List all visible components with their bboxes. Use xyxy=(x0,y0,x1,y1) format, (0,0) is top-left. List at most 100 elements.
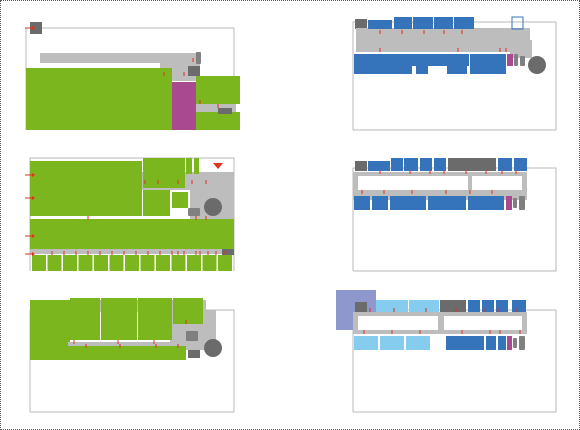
service-core xyxy=(188,350,200,358)
unit-block xyxy=(468,300,480,312)
round-stair-tower xyxy=(204,198,222,216)
unit-block xyxy=(140,255,155,271)
unit-block xyxy=(486,336,496,350)
unit-purple xyxy=(506,196,512,210)
unit-block xyxy=(125,255,139,271)
unit-block xyxy=(482,300,494,312)
unit-block xyxy=(376,300,408,312)
stairwell xyxy=(520,56,525,66)
unit-block xyxy=(218,255,232,271)
entrance-arrow-head xyxy=(32,26,35,30)
unit-block xyxy=(412,54,469,66)
unit-block xyxy=(496,300,508,312)
unit-outline xyxy=(511,16,524,30)
courtyard xyxy=(444,316,522,330)
floor-plan-panel-6 xyxy=(336,290,557,413)
unit-block xyxy=(454,17,474,29)
unit-block xyxy=(428,196,466,210)
unit-block xyxy=(30,219,234,249)
floor-plan-panel-2 xyxy=(352,16,557,131)
unit-block xyxy=(186,158,192,174)
unit-block xyxy=(26,68,172,130)
unit-purple xyxy=(172,82,196,130)
unit-block xyxy=(468,196,504,210)
building-outline xyxy=(352,309,557,413)
corridor xyxy=(510,40,532,58)
unit-block xyxy=(94,255,108,271)
unit-block xyxy=(447,66,467,74)
unit-block xyxy=(404,158,418,171)
unit-block xyxy=(470,54,506,74)
location-marker xyxy=(213,163,223,169)
floor-plan-panel-3 xyxy=(25,157,235,271)
corridor xyxy=(196,104,236,112)
entrance-arrow-head xyxy=(32,252,35,256)
stairwell xyxy=(196,52,201,64)
unit-block xyxy=(380,336,404,350)
unit-block xyxy=(172,192,188,208)
unit-block xyxy=(32,255,46,271)
service-core xyxy=(218,108,232,114)
unit-block xyxy=(109,255,124,271)
unit-purple xyxy=(507,54,513,66)
unit-block xyxy=(156,255,170,271)
courtyard xyxy=(358,176,468,190)
unit-block xyxy=(143,158,185,188)
stairwell xyxy=(188,208,200,216)
entrance-arrow-head xyxy=(32,234,35,238)
unit-block xyxy=(63,255,77,271)
unit-block xyxy=(78,255,93,271)
unit-block xyxy=(187,255,201,271)
unit-block xyxy=(143,190,170,216)
unit-block xyxy=(498,158,512,171)
unit-block xyxy=(101,298,137,340)
courtyard xyxy=(472,176,522,190)
stairwell xyxy=(513,198,517,208)
service-core xyxy=(30,22,42,34)
building-outline xyxy=(352,167,557,272)
unit-block xyxy=(416,66,428,74)
unit-block xyxy=(354,54,412,74)
stairwell xyxy=(514,54,518,66)
service-core xyxy=(355,302,367,312)
unit-block xyxy=(354,196,370,210)
unit-block xyxy=(394,17,412,29)
round-stair-tower xyxy=(204,339,222,357)
stairwell xyxy=(519,196,525,210)
service-core xyxy=(188,66,200,76)
unit-block xyxy=(498,336,506,350)
unit-block xyxy=(368,20,392,29)
entrance-arrow-head xyxy=(32,173,35,177)
courtyard xyxy=(358,316,438,330)
unit-block xyxy=(354,336,378,350)
floor-plan-panel-5 xyxy=(29,298,235,413)
unit-block xyxy=(47,255,62,271)
unit-block xyxy=(368,161,390,171)
unit-block xyxy=(446,336,484,350)
corridor xyxy=(30,249,234,254)
unit-block xyxy=(420,158,432,171)
unit-block xyxy=(434,17,453,29)
unit-block xyxy=(194,158,199,174)
service-core xyxy=(222,249,234,255)
unit-block xyxy=(30,346,186,360)
unit-block xyxy=(440,300,466,312)
unit-block xyxy=(372,196,388,210)
unit-block xyxy=(196,112,240,130)
unit-block xyxy=(196,76,240,104)
stairwell xyxy=(519,336,525,350)
unit-block xyxy=(413,17,433,29)
corridor xyxy=(40,53,170,63)
unit-block xyxy=(434,158,446,171)
entrance-arrow-head xyxy=(32,196,35,200)
unit-block xyxy=(390,196,426,210)
unit-block xyxy=(202,255,217,271)
service-core xyxy=(355,161,367,171)
unit-block xyxy=(173,298,203,324)
unit-block xyxy=(391,158,403,171)
stairwell xyxy=(513,338,517,348)
round-stair-tower xyxy=(528,56,546,74)
building-outline xyxy=(352,21,557,131)
unit-block xyxy=(406,336,430,350)
